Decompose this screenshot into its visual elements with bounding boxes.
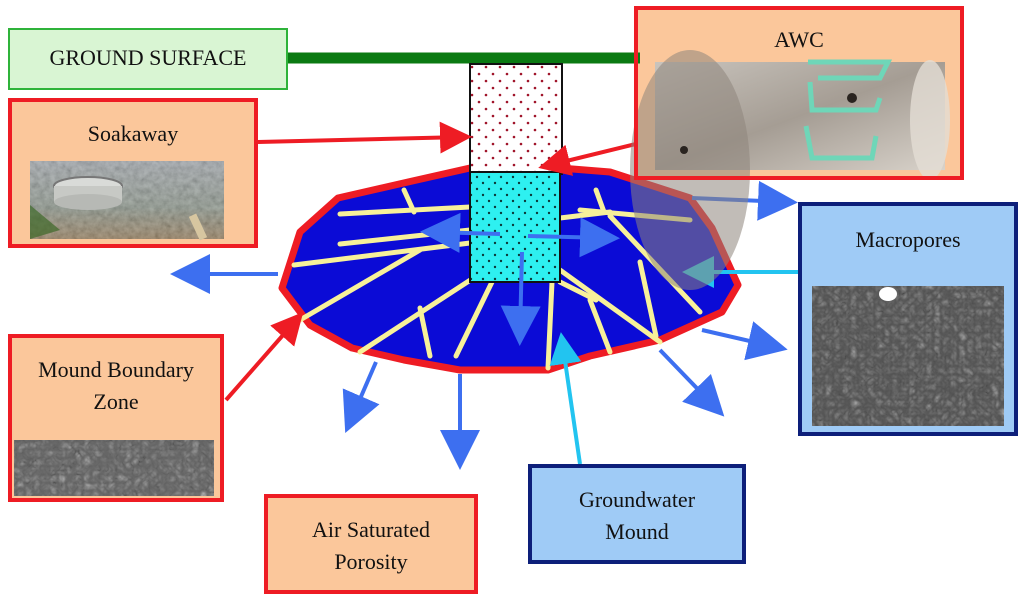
soakaway-label: Soakaway	[87, 121, 179, 146]
chamber-flow-arrows	[420, 212, 620, 346]
awc-label: AWC	[774, 27, 824, 52]
pointer-arrows-red	[224, 121, 637, 402]
ground-surface-label: GROUND SURFACE	[49, 45, 247, 70]
air-saturated-label-line1: Air Saturated	[312, 517, 430, 542]
groundwater-mound-label-line2: Mound	[605, 518, 669, 544]
mound-boundary-box: Mound Boundary Zone	[8, 334, 224, 502]
soakaway-pointer	[257, 121, 472, 154]
mound-boundary-pointer	[224, 311, 304, 402]
outflow-arrow	[342, 361, 380, 434]
infiltration-chamber	[469, 171, 561, 283]
air-saturated-label-line2: Porosity	[334, 548, 408, 574]
awc-column	[469, 63, 563, 175]
macropore-channels	[291, 187, 703, 371]
outflow-arrow	[658, 348, 725, 417]
air-saturated-box: Air Saturated Porosity	[264, 494, 478, 594]
groundwater-mound-box: Groundwater Mound	[528, 464, 746, 564]
awc-pointer	[538, 142, 637, 176]
soakaway-box: Soakaway	[8, 98, 258, 248]
pointer-arrows-cyan	[549, 256, 800, 465]
outflow-arrows	[170, 180, 798, 470]
ground-surface-label-box: GROUND SURFACE	[8, 28, 288, 90]
mound-boundary-label-line2: Zone	[93, 388, 139, 414]
awc-box: AWC	[634, 6, 964, 180]
outflow-arrow	[691, 180, 798, 221]
macropores-label: Macropores	[855, 227, 961, 252]
groundwater-mound-shape	[278, 164, 742, 374]
outflow-arrow	[701, 321, 788, 361]
mound-boundary-label-line1: Mound Boundary	[38, 357, 194, 382]
groundwater-pointer	[549, 332, 582, 465]
groundwater-mound-label-line1: Groundwater	[578, 487, 696, 512]
macropores-box: Macropores	[798, 202, 1018, 436]
